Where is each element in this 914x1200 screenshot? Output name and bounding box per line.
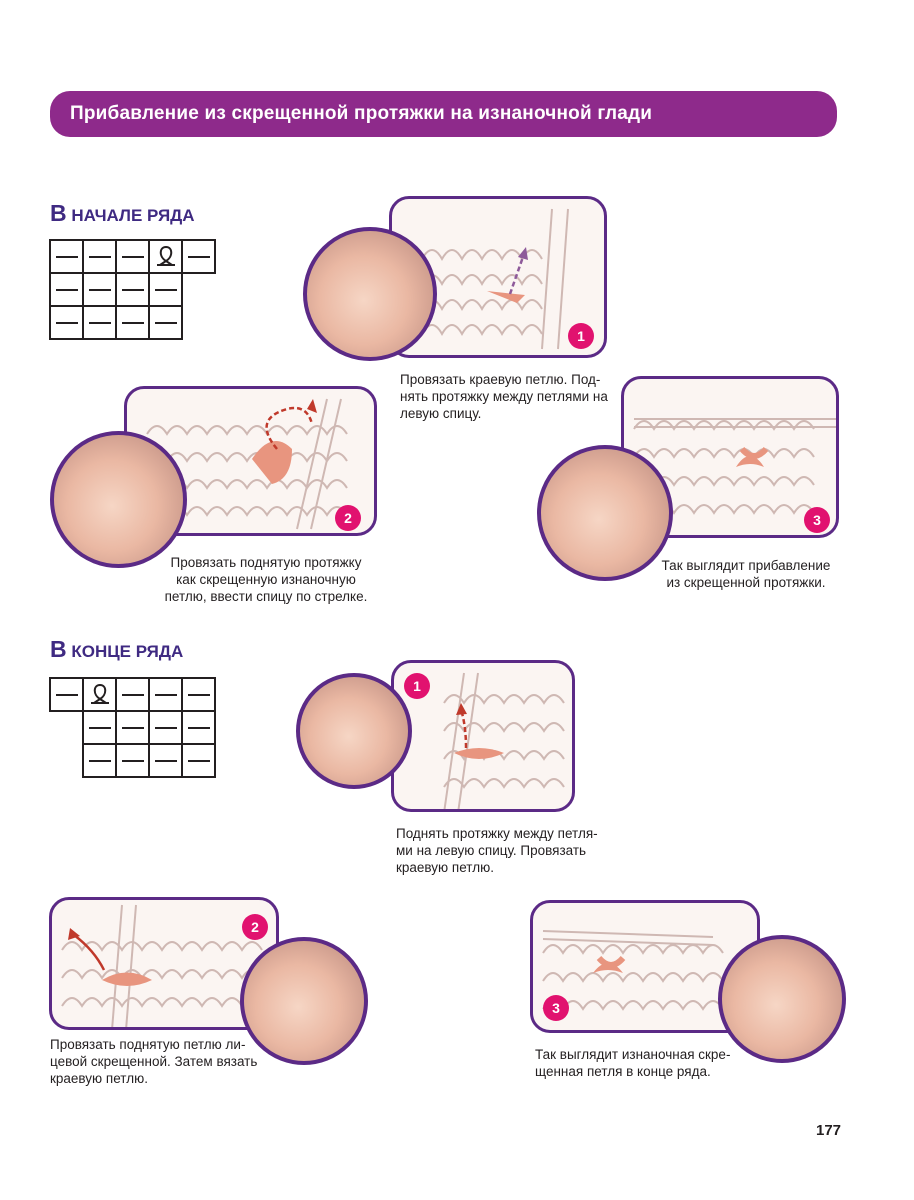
stitch-diagram xyxy=(61,904,263,1027)
purl-cell xyxy=(49,239,84,274)
step-number-badge: 2 xyxy=(242,914,268,940)
photo-circle xyxy=(537,445,673,581)
photo-circle xyxy=(718,935,846,1063)
purl-cell xyxy=(82,305,117,340)
page-title: Прибавление из скрещенной протяжки на из… xyxy=(70,103,653,124)
purl-cell xyxy=(148,677,183,712)
photo-circle xyxy=(240,937,368,1065)
step-caption: Так выглядит прибавление из скрещенной п… xyxy=(661,558,831,590)
purl-cell xyxy=(181,743,216,778)
purl-cell xyxy=(148,272,183,307)
stitch-chart-start xyxy=(49,239,216,340)
twisted-loop-icon xyxy=(156,245,175,266)
purl-cell xyxy=(49,305,84,340)
section-heading-start: В НАЧАЛЕ РЯДА xyxy=(50,200,195,226)
empty-cell xyxy=(182,306,215,339)
photo-circle xyxy=(296,673,412,789)
purl-cell xyxy=(115,305,150,340)
purl-cell xyxy=(181,677,216,712)
step-number-badge: 3 xyxy=(543,995,569,1021)
purl-cell xyxy=(181,239,216,274)
step-caption: Так выглядит изнаночная скре- щенная пет… xyxy=(535,1047,731,1079)
step-number-badge: 3 xyxy=(804,507,830,533)
purl-cell xyxy=(115,677,150,712)
empty-cell xyxy=(182,273,215,306)
stitch-chart-end xyxy=(49,677,216,778)
step-number-badge: 1 xyxy=(568,323,594,349)
step-illustration-panel xyxy=(391,660,575,812)
purl-cell xyxy=(115,710,150,745)
stitch-diagram xyxy=(443,672,565,809)
photo-circle xyxy=(50,431,187,568)
purl-cell xyxy=(82,710,117,745)
purl-cell xyxy=(49,677,84,712)
title-banner: Прибавление из скрещенной протяжки на из… xyxy=(50,91,837,137)
purl-cell xyxy=(148,710,183,745)
empty-cell xyxy=(50,744,83,777)
purl-cell xyxy=(181,710,216,745)
stitch-diagram xyxy=(421,208,569,350)
twisted-loop-cell xyxy=(148,239,183,274)
empty-cell xyxy=(50,711,83,744)
stitch-diagram xyxy=(542,930,724,1011)
step-number-badge: 1 xyxy=(404,673,430,699)
step-caption: Провязать поднятую протяжку как скрещенн… xyxy=(164,555,368,604)
twisted-loop-icon xyxy=(90,683,109,704)
purl-cell xyxy=(49,272,84,307)
purl-cell xyxy=(82,272,117,307)
twisted-loop-cell xyxy=(82,677,117,712)
step-caption: Провязать поднятую петлю ли- цевой скрещ… xyxy=(50,1037,258,1086)
purl-cell xyxy=(148,743,183,778)
step-caption: Провязать краевую петлю. Под- нять протя… xyxy=(400,372,608,421)
photo-circle xyxy=(303,227,437,361)
page-number: 177 xyxy=(816,1122,842,1139)
step-number-badge: 2 xyxy=(335,505,361,531)
section-heading-end: В КОНЦЕ РЯДА xyxy=(50,636,184,662)
purl-cell xyxy=(115,743,150,778)
purl-cell xyxy=(115,239,150,274)
purl-cell xyxy=(82,239,117,274)
step-caption: Поднять протяжку между петля- ми на леву… xyxy=(396,826,598,875)
purl-cell xyxy=(148,305,183,340)
purl-cell xyxy=(82,743,117,778)
step-illustration-panel: 3 xyxy=(621,376,839,538)
purl-cell xyxy=(115,272,150,307)
